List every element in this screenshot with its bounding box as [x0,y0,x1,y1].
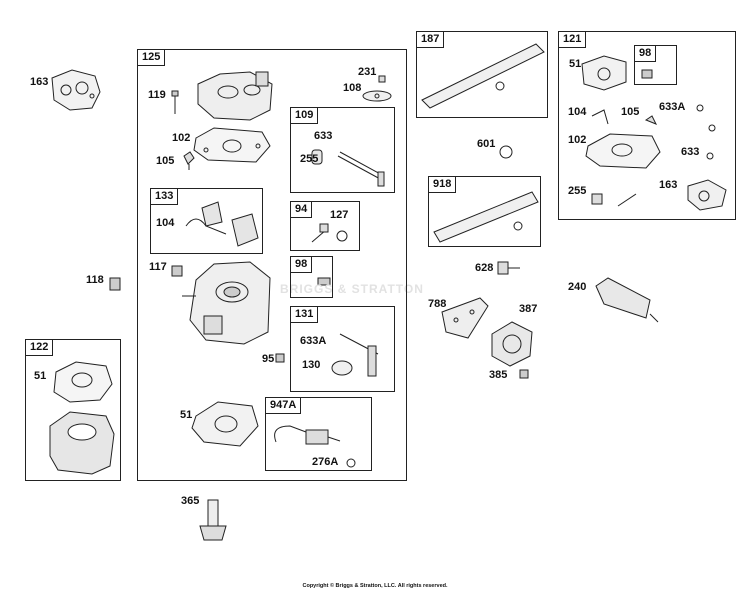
kit-131-drawing [331,333,379,377]
gasket-122-drawing [53,361,113,403]
carburetor-cover-drawing [197,71,273,121]
part-label-102-carb: 102 [172,132,191,144]
gasket-102-drawing [193,127,271,163]
bracket-788-drawing [441,297,489,339]
box-947A: 947A [265,397,372,471]
clamp-601-drawing [499,145,513,159]
screw-385-drawing [519,369,529,379]
kit-121-drawing [581,55,727,211]
fuel-pump-387-drawing [491,321,533,367]
part-label-104-133: 104 [156,217,175,229]
part-label-127: 127 [330,209,349,221]
box-125: 125 [137,49,407,481]
box-109: 109 [290,107,395,193]
box-label-98-carb: 98 [290,256,313,273]
part-label-51-121: 51 [569,58,582,70]
fuel-filter-240-drawing [595,277,659,323]
box-label-131: 131 [290,306,319,323]
bolt-628-drawing [497,261,520,275]
spacer-122-drawing [49,411,115,475]
box-label-122: 122 [25,339,54,356]
part-label-255-121: 255 [568,185,587,197]
part-label-385: 385 [489,369,508,381]
part-label-387: 387 [519,303,538,315]
part-label-119: 119 [148,89,166,101]
jet-105-drawing [183,151,195,170]
watermark: BRIGGS & STRATTON [280,282,424,296]
part-label-365: 365 [181,495,200,507]
box-122: 122 [25,339,121,481]
part-label-633A-121: 633A [659,101,686,113]
box-121: 121 [558,31,736,220]
carburetor-body-drawing [182,261,271,345]
part-label-633A-131: 633A [300,335,327,347]
tube-918-drawing [433,191,539,243]
part-label-51-122: 51 [34,370,47,382]
copyright-notice: Copyright © Briggs & Stratton, LLC. All … [302,583,448,589]
screw-95-drawing [275,353,285,363]
screw-98-drawing [317,277,331,286]
needle-94-drawing [311,223,348,243]
part-label-104-121: 104 [568,106,587,118]
part-label-51-carb: 51 [180,409,193,421]
part-label-601: 601 [477,138,496,150]
kit-109-drawing [311,149,385,187]
box-131: 131 [290,306,395,392]
part-label-102-121: 102 [568,134,587,146]
screw-119-drawing [171,90,179,114]
box-187: 187 [416,31,548,118]
part-label-130: 130 [302,359,321,371]
part-label-108: 108 [343,82,362,94]
part-label-118: 118 [86,274,104,286]
kit-133-drawing [185,201,259,247]
gasket-108-drawing [362,90,392,102]
box-label-947A: 947A [265,397,302,414]
box-94: 94 [290,201,360,251]
solenoid-947A-drawing [274,425,356,468]
part-label-240: 240 [568,281,587,293]
part-label-105-121: 105 [621,106,640,118]
part-label-163-left: 163 [30,76,49,88]
box-label-187: 187 [416,31,445,48]
part-label-633-109: 633 [314,130,333,142]
box-133: 133 [150,188,263,254]
part-label-255-109: 255 [300,153,319,165]
part-label-163-121: 163 [659,179,678,191]
part-231-drawing [378,75,386,83]
part-label-276A: 276A [312,456,339,468]
part-label-231: 231 [358,66,377,78]
part-label-105-carb: 105 [156,155,175,167]
box-label-94: 94 [290,201,313,218]
gasket-51-drawing [191,401,259,447]
fitting-118-drawing [109,277,121,291]
part-label-95: 95 [262,353,275,365]
part-label-788: 788 [428,298,447,310]
box-label-121: 121 [558,31,587,48]
tube-187-drawing [421,43,545,109]
box-label-133: 133 [150,188,179,205]
part-label-117: 117 [149,261,167,273]
box-label-98-kit: 98 [634,45,657,62]
box-label-125: 125 [137,49,166,66]
box-98-kit: 98 [634,45,677,85]
box-98-carb: 98 [290,256,333,298]
gasket-163-drawing [51,69,101,111]
part-label-628: 628 [475,262,494,274]
box-label-918: 918 [428,176,457,193]
box-918: 918 [428,176,541,247]
bolt-365-drawing [199,499,227,541]
part-label-633-121: 633 [681,146,700,158]
box-label-109: 109 [290,107,319,124]
fitting-117-drawing [171,265,183,277]
